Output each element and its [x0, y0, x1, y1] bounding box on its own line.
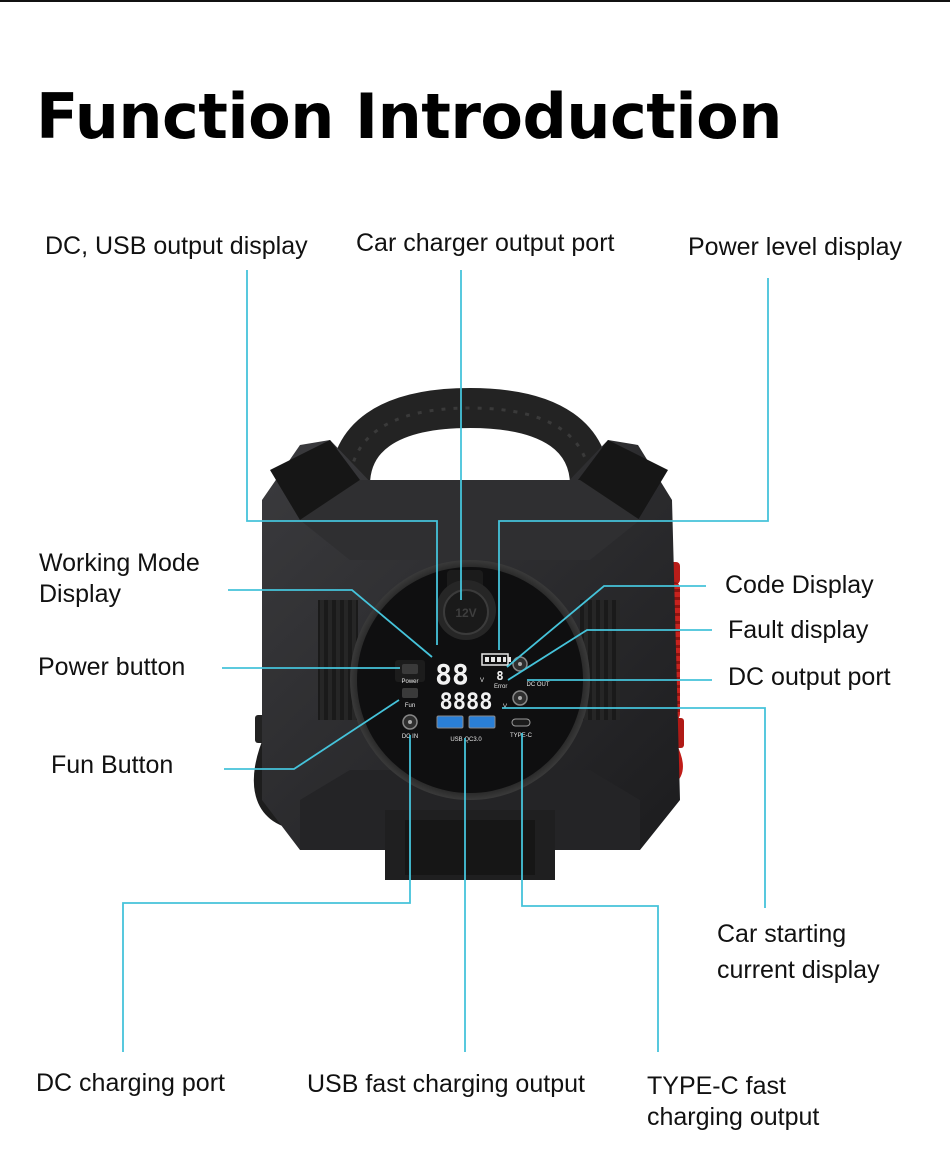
dc-out-port-2[interactable] [512, 690, 528, 706]
leader-car-starting-current-display [502, 707, 766, 908]
label-working-mode-line-2: Display [39, 580, 121, 608]
label-dc-output-port: DC output port [728, 663, 891, 691]
label-fun-button: Fun Button [51, 751, 174, 779]
usb-port-1[interactable] [436, 715, 464, 729]
label-code-display: Code Display [725, 571, 874, 599]
fun-button-label: Fun [405, 703, 415, 709]
leader-dc-usb-output-display [246, 270, 438, 645]
leader-typec-fast-charging-output [521, 733, 659, 1052]
lcd-error-label: Error [494, 684, 507, 690]
label-car-charger-output-port: Car charger output port [356, 229, 615, 257]
label-power-button: Power button [38, 653, 186, 681]
label-usb-fast-charging-output: USB fast charging output [307, 1070, 585, 1098]
lcd-code-digit: 8 [496, 669, 503, 683]
label-working-mode-line-1: Working Mode [39, 549, 200, 577]
leader-dc-charging-port [122, 735, 411, 1052]
usb-qc-label: USB QC3.0 [450, 737, 482, 743]
leader-code-display [506, 585, 706, 668]
label-typec-line-1: TYPE-C fast [647, 1072, 786, 1100]
label-car-starting-line-2: current display [717, 956, 880, 984]
page-title: Function Introduction [36, 80, 782, 153]
leader-lines [122, 270, 769, 1052]
fun-button[interactable]: Fun [402, 688, 418, 709]
carry-handle [330, 387, 610, 505]
label-typec-line-2: charging output [647, 1103, 820, 1131]
label-power-level-display: Power level display [688, 233, 902, 261]
leader-fault-display [507, 629, 712, 681]
socket-12v-label: 12V [455, 606, 476, 620]
label-dc-usb-output-display: DC, USB output display [45, 232, 308, 260]
usb-port-2[interactable] [468, 715, 496, 729]
battery-level-indicator [481, 653, 511, 666]
lcd-mode-digits: 88 [435, 658, 469, 691]
lcd-v-unit-bottom: V [503, 704, 507, 710]
top-border-line [0, 0, 950, 2]
label-working-mode-display: Working Mode Display [39, 548, 200, 610]
power-button-label: Power [401, 679, 418, 685]
lcd-v-unit-top: V [480, 678, 484, 684]
label-car-starting-line-1: Car starting [717, 920, 847, 948]
leader-fun-button [224, 699, 400, 770]
label-dc-charging-port: DC charging port [36, 1069, 225, 1097]
leader-power-level-display [498, 278, 769, 650]
dc-out-label: DC OUT [527, 682, 550, 688]
label-car-starting-current-display: Car starting current display [717, 916, 880, 988]
lcd-current-digits: 8888 [440, 690, 493, 715]
lcd-display: 88 V 8 Error 8888 V [435, 653, 511, 715]
leader-working-mode-display [228, 589, 433, 658]
label-typec-fast-charging-output: TYPE-C fast charging output [647, 1071, 819, 1133]
label-fault-display: Fault display [728, 616, 869, 644]
power-button[interactable]: Power [401, 664, 419, 685]
car-charger-socket[interactable]: 12V [436, 570, 496, 640]
